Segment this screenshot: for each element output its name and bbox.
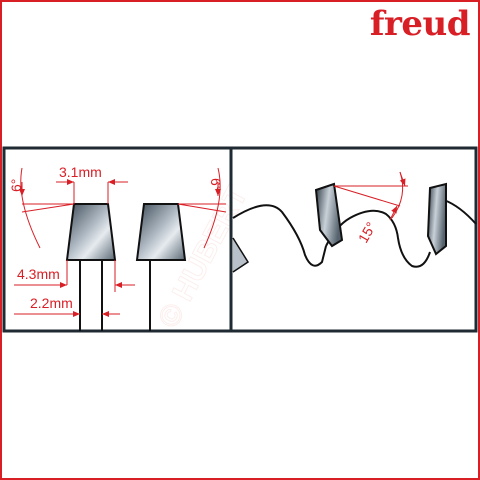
blade-profile [232, 199, 477, 273]
carbide-tip-1 [314, 182, 344, 248]
svg-text:15°: 15° [355, 219, 379, 245]
svg-text:4.3mm: 4.3mm [17, 266, 60, 282]
right-panel [229, 146, 478, 333]
svg-text:6°: 6° [8, 179, 24, 192]
svg-text:6°: 6° [208, 178, 224, 191]
svg-text:2.2mm: 2.2mm [30, 295, 73, 311]
freud-logo: freud [369, 4, 471, 44]
angle-left-top-bevel: 6° [8, 167, 75, 249]
carbide-tip-2 [426, 182, 447, 256]
angle-right-top-bevel: 6° [177, 167, 227, 249]
svg-text:3.1mm: 3.1mm [59, 164, 102, 180]
right-tooth-front-view [135, 203, 187, 331]
dimension-body-thickness: 2.2mm [14, 295, 120, 317]
left-tooth-front-view [65, 203, 117, 331]
dimension-lower-width: 4.3mm [14, 260, 135, 292]
dimension-kerf-width: 3.1mm [56, 164, 128, 204]
